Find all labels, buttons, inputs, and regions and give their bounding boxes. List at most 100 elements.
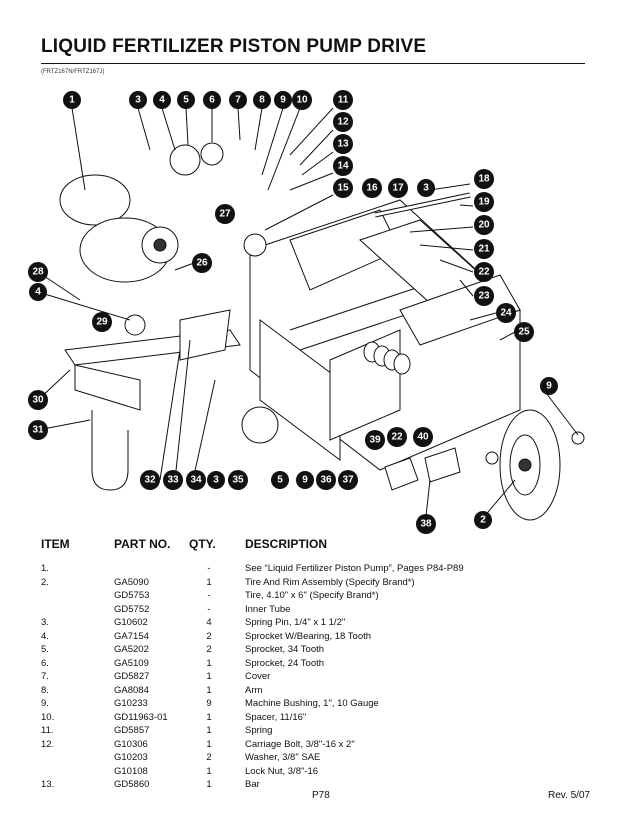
svg-text:5: 5 xyxy=(277,475,283,486)
row-part-no: GA7154 xyxy=(114,630,149,642)
header-qty: QTY. xyxy=(189,537,216,551)
row-qty: 1 xyxy=(206,779,212,790)
svg-text:9: 9 xyxy=(546,381,552,392)
row-item: 9. xyxy=(41,698,49,709)
header-item: ITEM xyxy=(41,537,70,551)
row-item: 1. xyxy=(41,563,49,574)
callout-10: 10 xyxy=(292,90,312,110)
callout-7: 7 xyxy=(229,91,247,109)
callout-17: 17 xyxy=(388,178,408,198)
callout-1: 1 xyxy=(63,91,81,109)
row-item: 8. xyxy=(41,684,49,696)
row-description: Tire And Rim Assembly (Specify Brand*) xyxy=(245,576,415,588)
callout-30: 30 xyxy=(28,390,48,410)
svg-text:37: 37 xyxy=(342,475,354,486)
row-description: Arm xyxy=(245,684,263,696)
svg-text:25: 25 xyxy=(518,327,530,338)
svg-text:9: 9 xyxy=(280,95,286,106)
callout-31: 31 xyxy=(28,420,48,440)
parts-table: 1. - See “Liquid Fertilizer Piston Pump”, … xyxy=(41,563,601,793)
row-description: See “Liquid Fertilizer Piston Pump”, Pag… xyxy=(245,563,464,574)
row-description: Bar xyxy=(245,779,260,790)
row-part-no: G10108 xyxy=(114,765,148,777)
svg-text:34: 34 xyxy=(190,475,202,486)
revision-date: Rev. 5/07 xyxy=(548,790,591,801)
callout-19: 19 xyxy=(474,192,494,212)
page-number: P78 xyxy=(312,790,330,801)
row-qty: 1 xyxy=(206,711,212,723)
header-part-no: PART NO. xyxy=(114,537,171,551)
callout-28: 28 xyxy=(28,262,48,282)
callout-3b: 3 xyxy=(417,179,435,197)
row-item: 3. xyxy=(41,617,49,628)
svg-text:18: 18 xyxy=(478,174,490,185)
svg-text:40: 40 xyxy=(417,432,429,443)
svg-text:11: 11 xyxy=(338,95,349,106)
callout-23: 23 xyxy=(474,286,494,306)
pump-drawing xyxy=(59,174,179,283)
svg-text:1: 1 xyxy=(69,95,75,106)
svg-text:3: 3 xyxy=(135,95,141,106)
svg-text:28: 28 xyxy=(32,267,44,278)
row-description: Carriage Bolt, 3/8"-16 x 2" xyxy=(245,738,355,750)
svg-text:12: 12 xyxy=(337,117,349,128)
svg-text:39: 39 xyxy=(369,435,381,446)
header-description: DESCRIPTION xyxy=(245,537,328,551)
svg-text:26: 26 xyxy=(196,258,208,269)
callout-9a: 9 xyxy=(274,91,292,109)
callout-3: 3 xyxy=(129,91,147,109)
callout-27: 27 xyxy=(215,204,235,224)
callout-2: 2 xyxy=(474,511,492,529)
row-part-no: GA8084 xyxy=(114,684,149,696)
table-row: GD5752-Inner Tube xyxy=(41,604,601,618)
callout-32: 32 xyxy=(140,470,160,490)
row-item: 6. xyxy=(41,657,49,669)
title-rule xyxy=(41,63,585,64)
callout-22b: 22 xyxy=(387,427,407,447)
svg-text:6: 6 xyxy=(209,95,215,106)
svg-text:19: 19 xyxy=(478,197,490,208)
flange-plate-drawing xyxy=(424,447,461,483)
callout-36: 36 xyxy=(316,470,336,490)
svg-text:27: 27 xyxy=(219,209,231,220)
exploded-parts-diagram: 1 3 4 5 6 7 8 9 10 11 12 13 14 15 16 17 … xyxy=(28,90,585,534)
row-description: Machine Bushing, 1", 10 Gauge xyxy=(245,698,379,709)
row-description: Spacer, 11/16" xyxy=(245,711,307,723)
row-item: 4. xyxy=(41,630,49,642)
row-qty: 1 xyxy=(206,765,212,777)
callout-18: 18 xyxy=(474,169,494,189)
callout-25: 25 xyxy=(514,322,534,342)
row-description: Spring Pin, 1/4" x 1 1/2" xyxy=(245,617,346,628)
callout-34: 34 xyxy=(186,470,206,490)
svg-text:21: 21 xyxy=(478,244,490,255)
row-qty: - xyxy=(207,590,211,601)
svg-text:22: 22 xyxy=(391,432,403,443)
row-qty: 4 xyxy=(206,617,212,628)
row-item: 2. xyxy=(41,576,49,588)
row-qty: 1 xyxy=(206,738,212,750)
row-qty: 1 xyxy=(206,657,212,669)
svg-text:3: 3 xyxy=(213,475,219,486)
callout-16: 16 xyxy=(362,178,382,198)
callout-15: 15 xyxy=(333,178,353,198)
callout-33: 33 xyxy=(163,470,183,490)
callout-14: 14 xyxy=(333,156,353,176)
row-part-no: GD5753 xyxy=(114,590,150,601)
svg-text:2: 2 xyxy=(480,515,486,526)
sprockets-drawing xyxy=(124,142,279,444)
row-description: Cover xyxy=(245,671,271,682)
row-item: 13. xyxy=(41,779,55,790)
row-description: Inner Tube xyxy=(245,603,291,615)
svg-text:5: 5 xyxy=(183,95,189,106)
row-part-no: GD5860 xyxy=(114,779,150,790)
svg-text:32: 32 xyxy=(144,475,156,486)
callout-40: 40 xyxy=(413,427,433,447)
row-part-no: G10233 xyxy=(114,698,148,709)
callout-9b: 9 xyxy=(540,377,558,395)
